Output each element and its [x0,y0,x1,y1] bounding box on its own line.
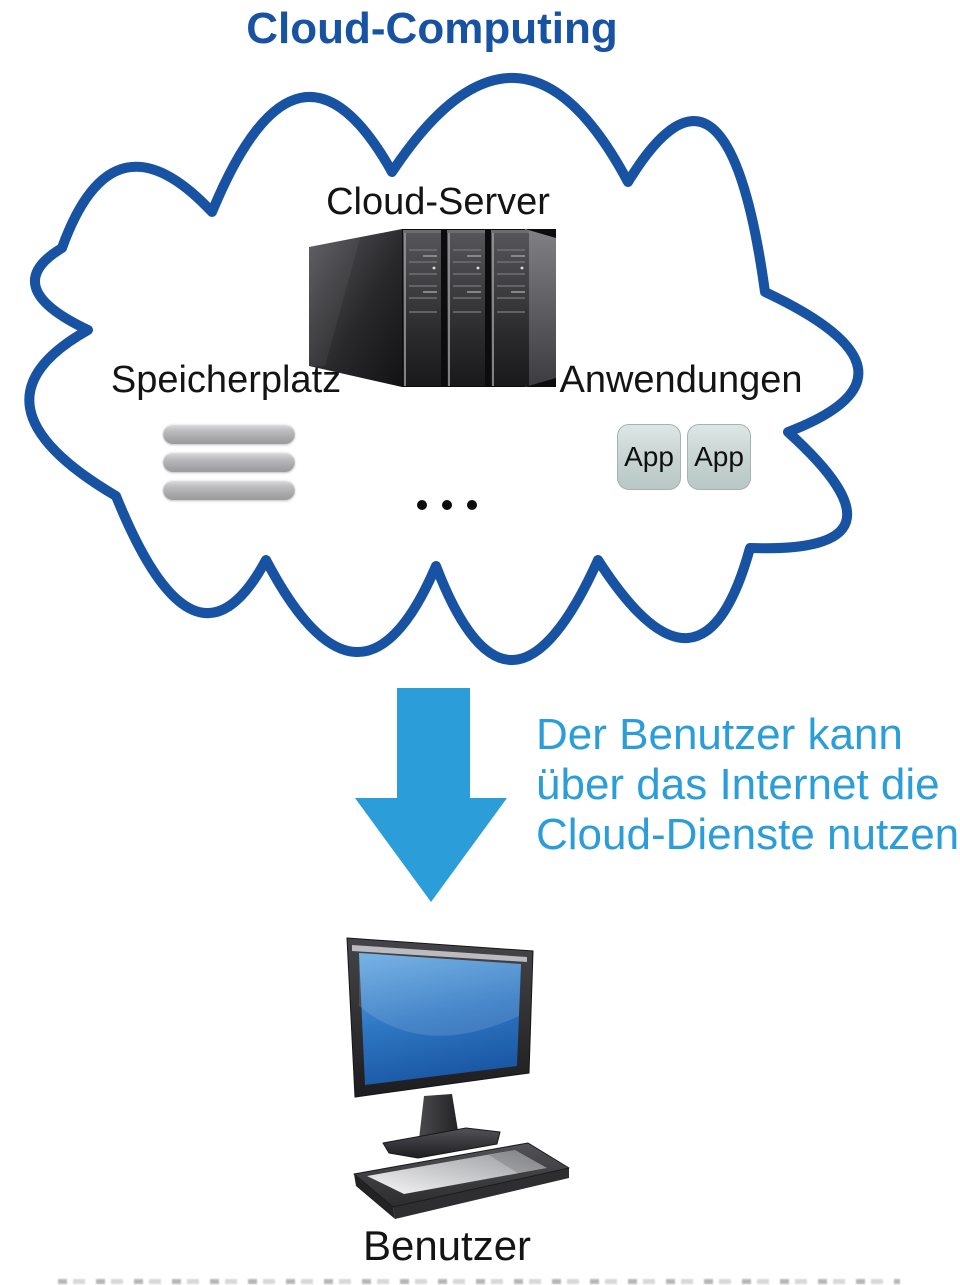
storage-bar [163,424,295,444]
diagram-title: Cloud-Computing [246,4,618,53]
cloud-server-label: Cloud-Server [326,181,550,223]
annotation-line: Der Benutzer kann [536,710,903,759]
applications-label: Anwendungen [559,359,803,401]
monitor-icon [346,937,534,1159]
down-arrow-icon [355,688,507,902]
cropped-text-artifact [58,1279,900,1284]
annotation-line: Cloud-Dienste nutzen [536,810,960,859]
storage-bar [163,480,295,500]
arrow-annotation: Der Benutzer kann über das Internet die … [536,710,959,860]
dot-icon [417,500,427,510]
annotation-line: über das Internet die [536,760,940,809]
user-label: Benutzer [362,1222,532,1269]
app-box-label: App [694,441,744,472]
keyboard-icon [353,1142,570,1219]
dot-icon [467,500,477,510]
storage-bar [163,452,295,472]
desktop-computer-icon [346,937,570,1219]
ellipsis-dots [417,500,477,510]
dot-icon [442,500,452,510]
storage-bars-icon [163,424,295,508]
server-rack-icon [309,229,556,387]
app-box: App [687,424,751,490]
app-box-label: App [624,441,674,472]
storage-label: Speicherplatz [110,359,342,401]
app-box: App [617,424,681,490]
